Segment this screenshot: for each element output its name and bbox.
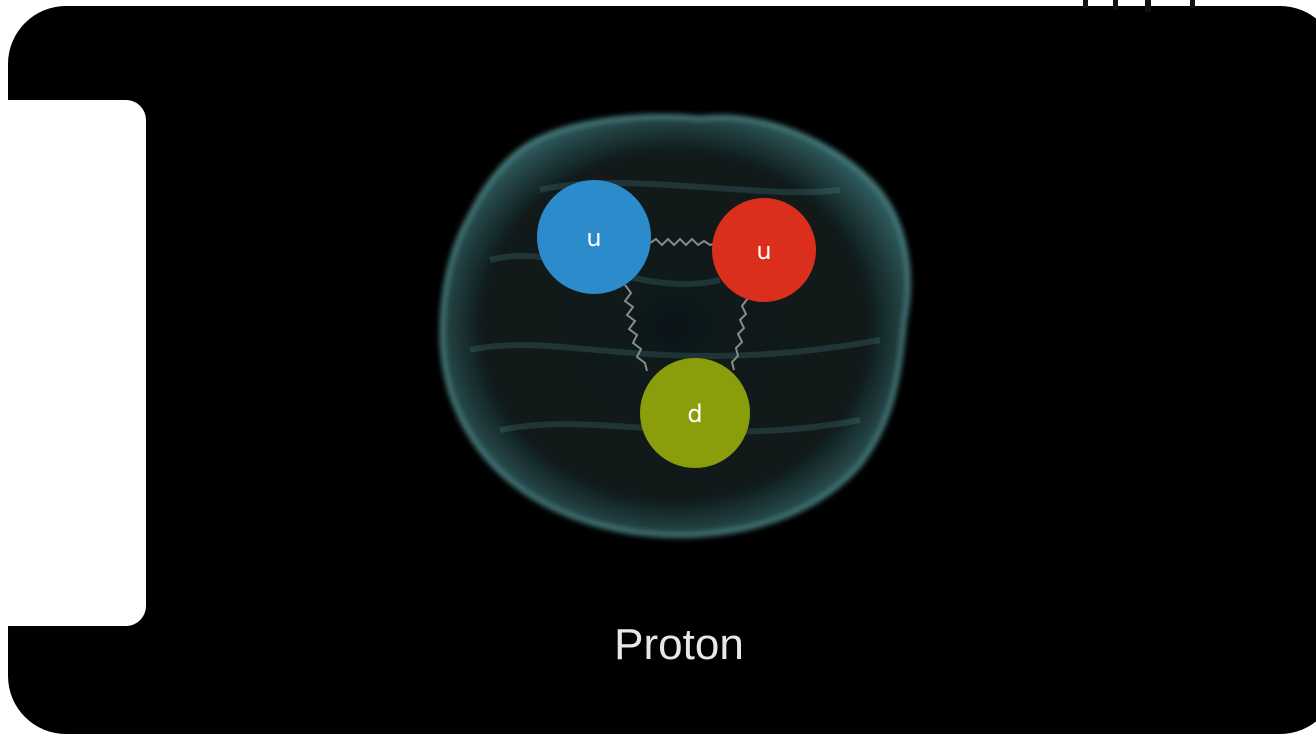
cloud-glow xyxy=(440,114,911,538)
quark-d: d xyxy=(640,358,750,468)
quark-d-label: d xyxy=(687,400,702,428)
top-edge-marks xyxy=(1083,0,1195,12)
gluon-u2-d xyxy=(730,297,749,371)
quark-u1-label: u xyxy=(586,224,601,252)
gluon-u-d xyxy=(623,284,648,372)
gluon-uu xyxy=(649,237,717,247)
caption-proton: Proton xyxy=(614,620,744,669)
quark-u1: u xyxy=(537,180,651,294)
gluon-lines xyxy=(623,237,749,372)
quark-u2: u xyxy=(712,198,816,302)
side-panel xyxy=(0,100,146,626)
proton-cloud xyxy=(440,114,911,538)
quark-u2-label: u xyxy=(756,237,771,265)
